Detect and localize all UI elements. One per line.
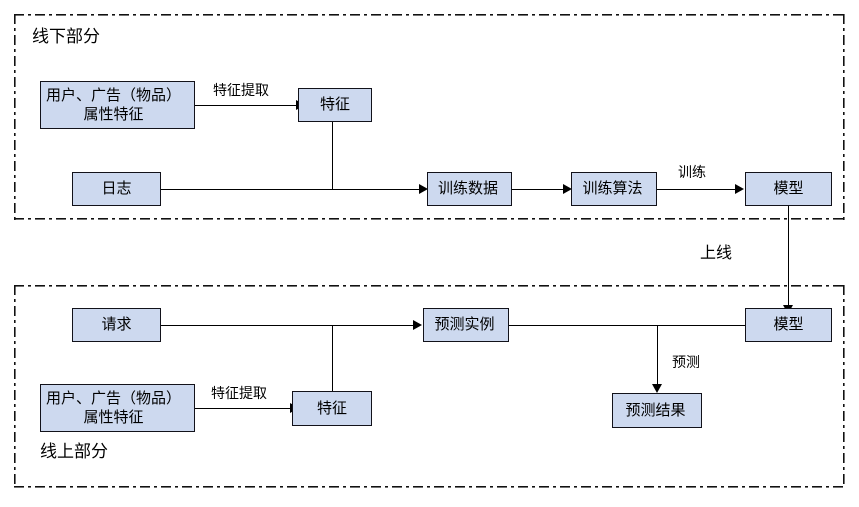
node-online-request-text: 请求 — [101, 315, 132, 334]
node-online-prediction-result[interactable]: 预测结果 — [612, 393, 702, 428]
node-online-model[interactable]: 模型 — [745, 308, 832, 342]
edge-offline-training-data-to-algorithm — [512, 189, 567, 190]
edge-label-offline-feature-extraction: 特征提取 — [213, 83, 269, 99]
online-region-title: 线上部分 — [40, 437, 108, 462]
arrowhead-offline-model — [735, 184, 744, 194]
offline-region-title-text: 线下部分 — [32, 27, 100, 47]
node-online-attributes[interactable]: 用户、广告（物品） 属性特征 — [40, 384, 195, 432]
arrowhead-offline-training-data — [419, 184, 428, 194]
offline-region-title: 线下部分 — [32, 22, 100, 47]
node-offline-training-data-text: 训练数据 — [437, 179, 498, 198]
node-online-attributes-line1: 用户、广告（物品） — [45, 388, 181, 407]
edge-label-deploy: 上线 — [700, 243, 733, 262]
node-online-prediction-instance-text: 预测实例 — [434, 315, 495, 334]
node-online-feature-text: 特征 — [316, 398, 347, 417]
node-online-attributes-text: 用户、广告（物品） 属性特征 — [29, 389, 199, 427]
node-online-attributes-line2: 属性特征 — [83, 408, 144, 426]
edge-online-trunk-to-feature — [332, 325, 333, 392]
node-online-prediction-result-text: 预测结果 — [625, 400, 686, 419]
arrowhead-offline-algorithm — [563, 184, 572, 194]
arrowhead-online-prediction-result — [652, 384, 662, 393]
edge-label-offline-train: 训练 — [678, 165, 706, 181]
node-online-request[interactable]: 请求 — [72, 308, 161, 342]
node-offline-attributes[interactable]: 用户、广告（物品） 属性特征 — [40, 81, 195, 129]
edge-offline-attributes-to-feature — [195, 105, 298, 106]
node-offline-feature-text: 特征 — [319, 95, 350, 114]
arrowhead-online-prediction-instance — [413, 320, 422, 330]
node-offline-log-text: 日志 — [101, 179, 132, 198]
edge-offline-algorithm-to-model — [657, 189, 737, 190]
node-offline-training-data[interactable]: 训练数据 — [427, 172, 512, 206]
edge-deploy-model-to-online-model — [788, 206, 789, 311]
node-offline-feature[interactable]: 特征 — [298, 88, 372, 122]
edge-label-online-feature-extraction: 特征提取 — [211, 386, 267, 402]
online-region-title-text: 线上部分 — [40, 442, 108, 462]
node-online-prediction-instance[interactable]: 预测实例 — [423, 308, 509, 342]
node-offline-model[interactable]: 模型 — [745, 172, 832, 206]
node-online-model-text: 模型 — [773, 315, 804, 334]
node-offline-attributes-text: 用户、广告（物品） 属性特征 — [29, 86, 199, 124]
node-offline-attributes-line2: 属性特征 — [83, 105, 144, 123]
edge-online-request-to-instance — [161, 325, 417, 326]
node-offline-log[interactable]: 日志 — [72, 172, 161, 206]
edge-offline-feature-to-trunk — [332, 122, 333, 189]
edge-online-attributes-to-feature — [195, 408, 292, 409]
node-offline-model-text: 模型 — [773, 179, 804, 198]
edge-label-online-predict: 预测 — [672, 355, 700, 371]
node-online-feature[interactable]: 特征 — [292, 391, 372, 426]
edge-online-trunk-to-prediction-result — [657, 325, 658, 387]
edge-offline-log-to-training-data — [161, 189, 423, 190]
node-offline-training-algorithm-text: 训练算法 — [582, 179, 643, 198]
edge-online-instance-to-model — [509, 325, 745, 326]
node-offline-attributes-line1: 用户、广告（物品） — [45, 85, 181, 104]
node-offline-training-algorithm[interactable]: 训练算法 — [571, 172, 657, 206]
